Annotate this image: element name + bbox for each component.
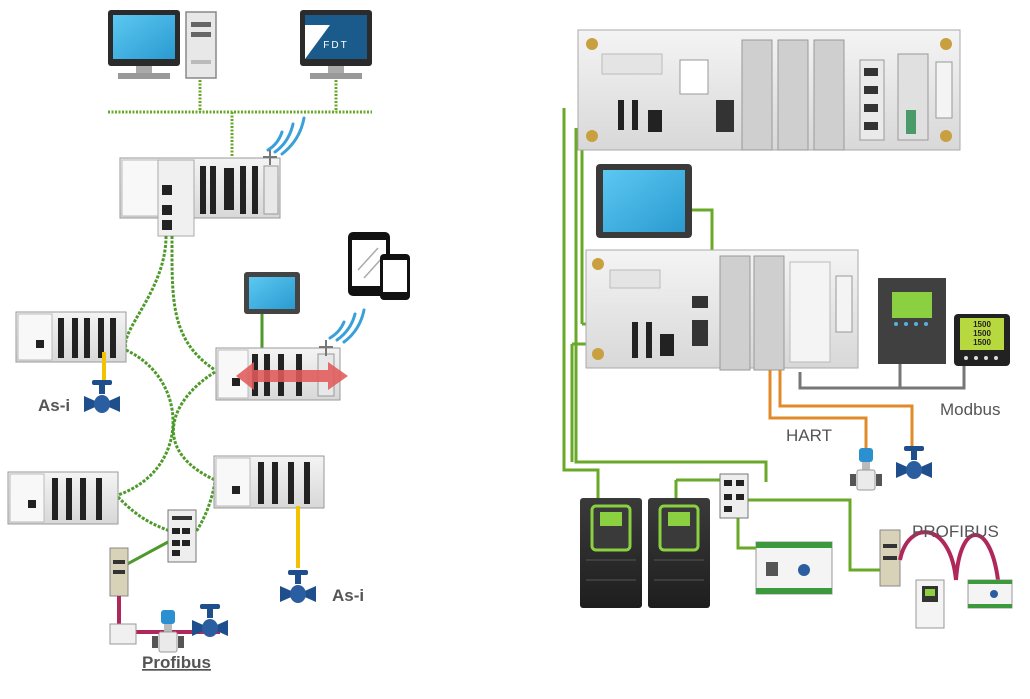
wifi-icon [328, 308, 366, 344]
fdt-monitor-icon: FDT [300, 10, 372, 79]
fdt-logo: FDT [323, 40, 348, 51]
svg-text:1500: 1500 [973, 320, 991, 329]
profibus-cable-right [898, 530, 1000, 581]
remote-io-module [755, 541, 833, 595]
svg-text:1500: 1500 [973, 338, 991, 347]
drive-icon [580, 498, 642, 608]
tablet-phone-icon [348, 232, 410, 300]
io-module [109, 623, 137, 645]
plc-rack-right-middle [585, 249, 859, 371]
plc-rack-bottom-left [7, 471, 119, 525]
ethernet-switch-left [167, 509, 197, 563]
meter-reading-2: 1500 [973, 329, 991, 338]
profibus-gateway [879, 529, 901, 587]
drive-icon [915, 579, 945, 629]
svg-text:1500: 1500 [973, 329, 991, 338]
hmi-panel-icon [596, 164, 692, 238]
meter-reading-1: 1500 [973, 320, 991, 329]
modbus-label: Modbus [940, 400, 1000, 419]
flow-transmitter-icon [849, 447, 883, 491]
hart-lines [768, 370, 914, 448]
profibus-label-left: Profibus [142, 653, 211, 672]
asi-label-right: As-i [332, 586, 364, 605]
profibus-gateway [109, 547, 129, 597]
profibus-label-right: PROFIBUS [912, 522, 999, 541]
valve-icon [280, 570, 316, 603]
valve-icon [896, 446, 932, 479]
modbus-lines [798, 364, 966, 390]
plc-rack-bottom-center [213, 455, 325, 509]
asi-label-left: As-i [38, 396, 70, 415]
hart-label: HART [786, 426, 832, 445]
power-meter-icon [878, 278, 946, 364]
desktop-pc-icon [108, 10, 217, 79]
power-meter-icon: 1500 1500 1500 [954, 314, 1010, 366]
plc-rack-left [15, 311, 127, 363]
valve-icon [192, 604, 228, 637]
meter-reading-3: 1500 [973, 338, 991, 347]
valve-icon [84, 380, 120, 413]
ethernet-switch-right [719, 473, 749, 519]
drive-icon [648, 498, 710, 608]
wifi-icon [266, 116, 306, 156]
plc-rack-top [119, 150, 281, 237]
hmi-panel-icon [244, 272, 300, 314]
remote-io-module [967, 579, 1013, 609]
redundancy-arrow [236, 362, 348, 390]
plc-rack-right-top [577, 29, 961, 151]
ring-network [116, 235, 217, 534]
